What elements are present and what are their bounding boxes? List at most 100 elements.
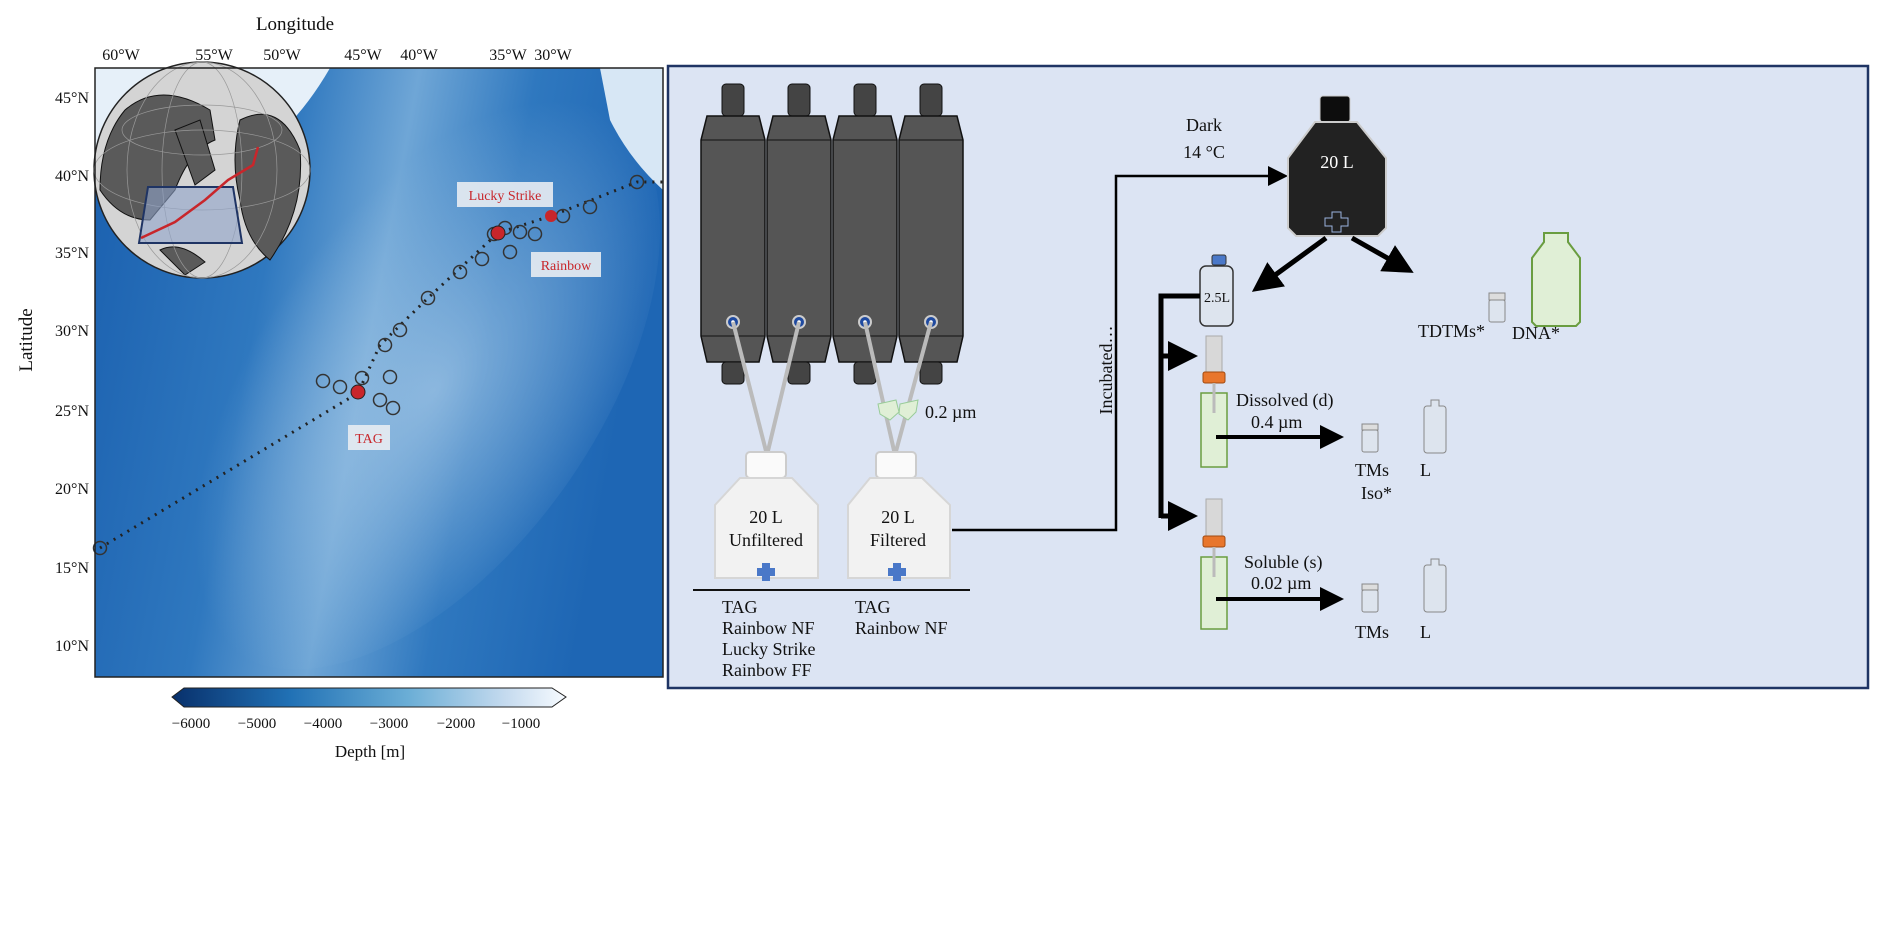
niskin-bottles bbox=[700, 83, 964, 385]
jug-volume: 20 L bbox=[749, 507, 783, 527]
dark-incubation-bottle: 20 L bbox=[1287, 95, 1387, 237]
dna-label: DNA* bbox=[1512, 323, 1560, 343]
mid-atlantic-ridge bbox=[180, 90, 660, 670]
dna-bottle-icon bbox=[1531, 232, 1581, 327]
lon-tick: 45°W bbox=[344, 47, 382, 64]
vial-icon bbox=[1361, 429, 1379, 453]
station-marker[interactable] bbox=[377, 337, 393, 353]
site-marker-tag[interactable] bbox=[350, 384, 366, 400]
site-name: TAG bbox=[722, 597, 758, 617]
colorbar-tick: −6000 bbox=[172, 716, 210, 732]
tap-icon bbox=[888, 563, 906, 581]
dissolved-label: Dissolved (d) bbox=[1236, 390, 1334, 411]
station-marker[interactable] bbox=[527, 226, 543, 242]
jug-label: Filtered bbox=[870, 530, 926, 550]
soluble-output: TMs bbox=[1355, 622, 1389, 642]
lon-tick: 40°W bbox=[400, 47, 438, 64]
bottle-volume: 2.5L bbox=[1204, 291, 1230, 306]
station-marker[interactable] bbox=[512, 224, 528, 240]
cruise-track bbox=[99, 180, 663, 550]
arrow-head bbox=[1268, 166, 1288, 186]
lat-tick: 30°N bbox=[55, 323, 89, 340]
niskin-bottle bbox=[700, 83, 766, 385]
dissolved-filter bbox=[1200, 335, 1228, 468]
condition-temp: 14 °C bbox=[1183, 142, 1225, 162]
station-marker[interactable] bbox=[392, 322, 408, 338]
vial-icon bbox=[1488, 299, 1506, 323]
lat-tick: 40°N bbox=[55, 168, 89, 185]
soluble-label: Soluble (s) bbox=[1244, 552, 1323, 573]
colorbar-title: Depth [m] bbox=[335, 742, 405, 761]
bathymetry-map: Longitude Latitude 60°W 55°W 50°W 45°W 4… bbox=[16, 14, 664, 761]
station-marker[interactable] bbox=[372, 392, 388, 408]
y-axis-title: Latitude bbox=[16, 308, 37, 371]
inset-globe bbox=[93, 61, 311, 279]
site-marker-lucky-strike[interactable] bbox=[545, 210, 557, 222]
niskin-bottle bbox=[832, 83, 898, 385]
dissolved-output: Iso* bbox=[1361, 483, 1392, 503]
colorbar-tick: −2000 bbox=[437, 716, 475, 732]
incubation-diagram: 0.2 µm 20 L Unfiltered 20 L Filtered TAG… bbox=[666, 64, 1870, 690]
lon-tick: 55°W bbox=[195, 47, 233, 64]
station-marker[interactable] bbox=[92, 540, 108, 556]
colorbar-tick: −3000 bbox=[370, 716, 408, 732]
soluble-size: 0.02 µm bbox=[1251, 573, 1311, 593]
station-marker[interactable] bbox=[502, 244, 518, 260]
arrow bbox=[1350, 235, 1414, 273]
label-box bbox=[531, 252, 601, 277]
dissolved-output: L bbox=[1420, 460, 1431, 480]
colorbar-tick: −1000 bbox=[502, 716, 540, 732]
dissolved-output: TMs bbox=[1355, 460, 1389, 480]
colorbar-tick: −5000 bbox=[238, 716, 276, 732]
map-frame bbox=[94, 67, 664, 678]
shelf-shallow bbox=[600, 68, 663, 190]
niskin-bottle bbox=[766, 83, 832, 385]
tdtms-label: TDTMs* bbox=[1418, 321, 1485, 341]
lon-tick: 50°W bbox=[263, 47, 301, 64]
site-name: TAG bbox=[855, 597, 891, 617]
soluble-output: L bbox=[1420, 622, 1431, 642]
arrow bbox=[1251, 235, 1328, 292]
site-name: Rainbow NF bbox=[855, 618, 948, 638]
vial-icon bbox=[1361, 589, 1379, 613]
bottle-volume: 20 L bbox=[1320, 152, 1354, 172]
lon-tick: 35°W bbox=[489, 47, 527, 64]
lat-tick: 20°N bbox=[55, 481, 89, 498]
label-box bbox=[457, 182, 553, 207]
lat-tick: 25°N bbox=[55, 403, 89, 420]
soluble-filter bbox=[1200, 498, 1228, 630]
tap-icon bbox=[1324, 211, 1349, 233]
station-marker[interactable] bbox=[332, 379, 348, 395]
incubated-label: Incubated… bbox=[1096, 326, 1116, 415]
site-marker-rainbow[interactable] bbox=[490, 225, 506, 241]
station-marker[interactable] bbox=[385, 400, 401, 416]
station-marker[interactable] bbox=[452, 264, 468, 280]
lat-tick: 35°N bbox=[55, 245, 89, 262]
jug-unfiltered: 20 L Unfiltered bbox=[714, 451, 819, 581]
station-marker[interactable] bbox=[382, 369, 398, 385]
lon-tick: 30°W bbox=[534, 47, 572, 64]
station-marker[interactable] bbox=[474, 251, 490, 267]
station-marker[interactable] bbox=[582, 199, 598, 215]
site-name: Lucky Strike bbox=[722, 639, 815, 659]
site-label-tag: TAG bbox=[355, 432, 383, 447]
incubation-arrow bbox=[952, 174, 1270, 532]
label-box bbox=[348, 425, 390, 450]
site-label-lucky-strike: Lucky Strike bbox=[469, 189, 542, 204]
vial-cap bbox=[1361, 583, 1379, 591]
station-marker[interactable] bbox=[315, 373, 331, 389]
colorbar: −6000 −5000 −4000 −3000 −2000 −1000 Dept… bbox=[171, 687, 567, 761]
station-marker[interactable] bbox=[420, 290, 436, 306]
station-marker[interactable] bbox=[629, 174, 645, 190]
condition-dark: Dark bbox=[1186, 115, 1222, 135]
filter-icon bbox=[877, 399, 900, 421]
site-label-rainbow: Rainbow bbox=[541, 259, 592, 274]
niskin-bottle bbox=[898, 83, 964, 385]
small-bottle: 2.5L bbox=[1199, 254, 1234, 327]
site-name: Rainbow FF bbox=[722, 660, 812, 680]
station-marker[interactable] bbox=[354, 370, 370, 386]
branch-line bbox=[1158, 293, 1200, 518]
lat-tick: 45°N bbox=[55, 90, 89, 107]
tubing bbox=[731, 321, 933, 456]
jug-filtered: 20 L Filtered bbox=[847, 451, 951, 581]
